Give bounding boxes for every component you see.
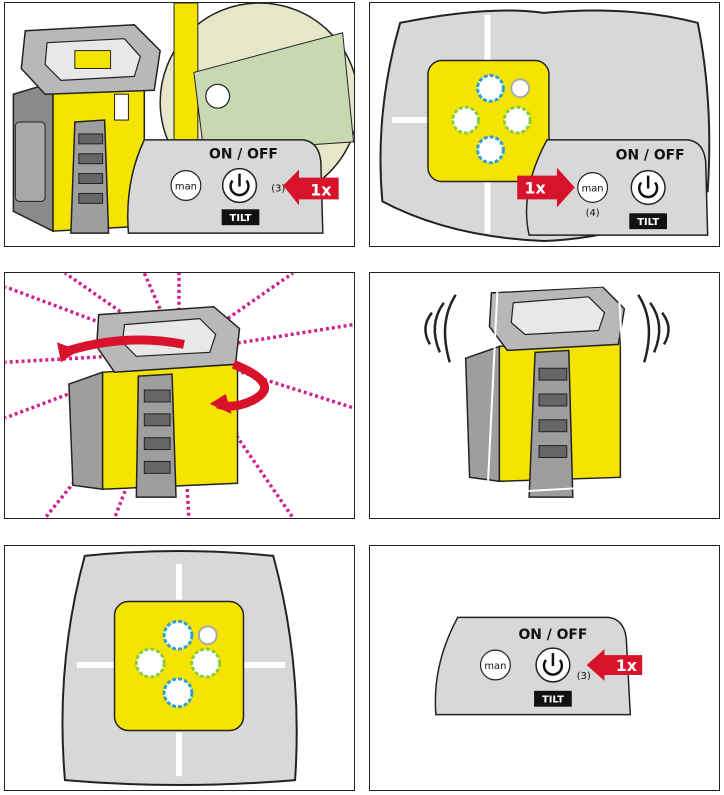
press-arrow-icon (517, 167, 575, 208)
step-2-illustration: ON / OFF man (4) TILT 1x (379, 9, 711, 243)
tilt-badge (629, 213, 667, 230)
shake-lines (424, 294, 670, 363)
press-count: 1x (310, 180, 331, 199)
step-6-panel: ON / OFF man (3) TILT 1x (369, 545, 720, 791)
step-2-panel: ON / OFF man (4) TILT 1x (369, 2, 720, 247)
step-5-illustration (61, 549, 298, 787)
ref-number: (4) (586, 208, 600, 219)
power-icon (229, 173, 250, 197)
man-label: man (484, 661, 506, 672)
step-6-illustration: ON / OFF man (3) TILT 1x (434, 616, 643, 716)
tilt-badge (534, 690, 572, 707)
press-count: 1x (524, 178, 545, 197)
tilt-label: TILT (230, 213, 252, 224)
step-4-illustration (424, 283, 670, 498)
press-count: 1x (616, 656, 637, 675)
ref-number: (3) (271, 183, 285, 194)
control-panel (434, 616, 632, 716)
power-icon (638, 175, 659, 199)
press-arrow-icon (586, 649, 643, 681)
man-button[interactable] (479, 649, 511, 681)
ref-number: (3) (577, 671, 591, 682)
step-3-illustration (5, 273, 354, 518)
tilt-badge (221, 209, 260, 226)
tilt-label: TILT (542, 695, 564, 706)
tilt-label: TILT (637, 217, 659, 228)
man-button[interactable] (577, 172, 609, 203)
step-5-panel (4, 545, 355, 791)
led-indicator-icon (451, 73, 532, 165)
on-off-label: ON / OFF (616, 148, 685, 164)
control-panel (525, 139, 709, 236)
step-1-panel: ON / OFF man (3) TILT 1x (4, 2, 355, 247)
led-indicator-icon (205, 83, 231, 109)
step-3-panel (4, 272, 355, 519)
on-off-label: ON / OFF (209, 147, 278, 163)
power-icon (542, 653, 564, 676)
step-4-panel (369, 272, 720, 519)
rotation-arrow-icon (57, 335, 269, 414)
man-label: man (582, 183, 604, 194)
laser-device (464, 283, 632, 498)
step-1-illustration: ON / OFF man (3) TILT 1x (12, 3, 354, 234)
laser-device (12, 24, 161, 234)
on-off-label: ON / OFF (518, 627, 587, 643)
man-label: man (175, 181, 197, 192)
led-indicator-icon (134, 619, 222, 709)
press-arrow-icon (283, 169, 339, 206)
man-button[interactable] (170, 170, 202, 201)
